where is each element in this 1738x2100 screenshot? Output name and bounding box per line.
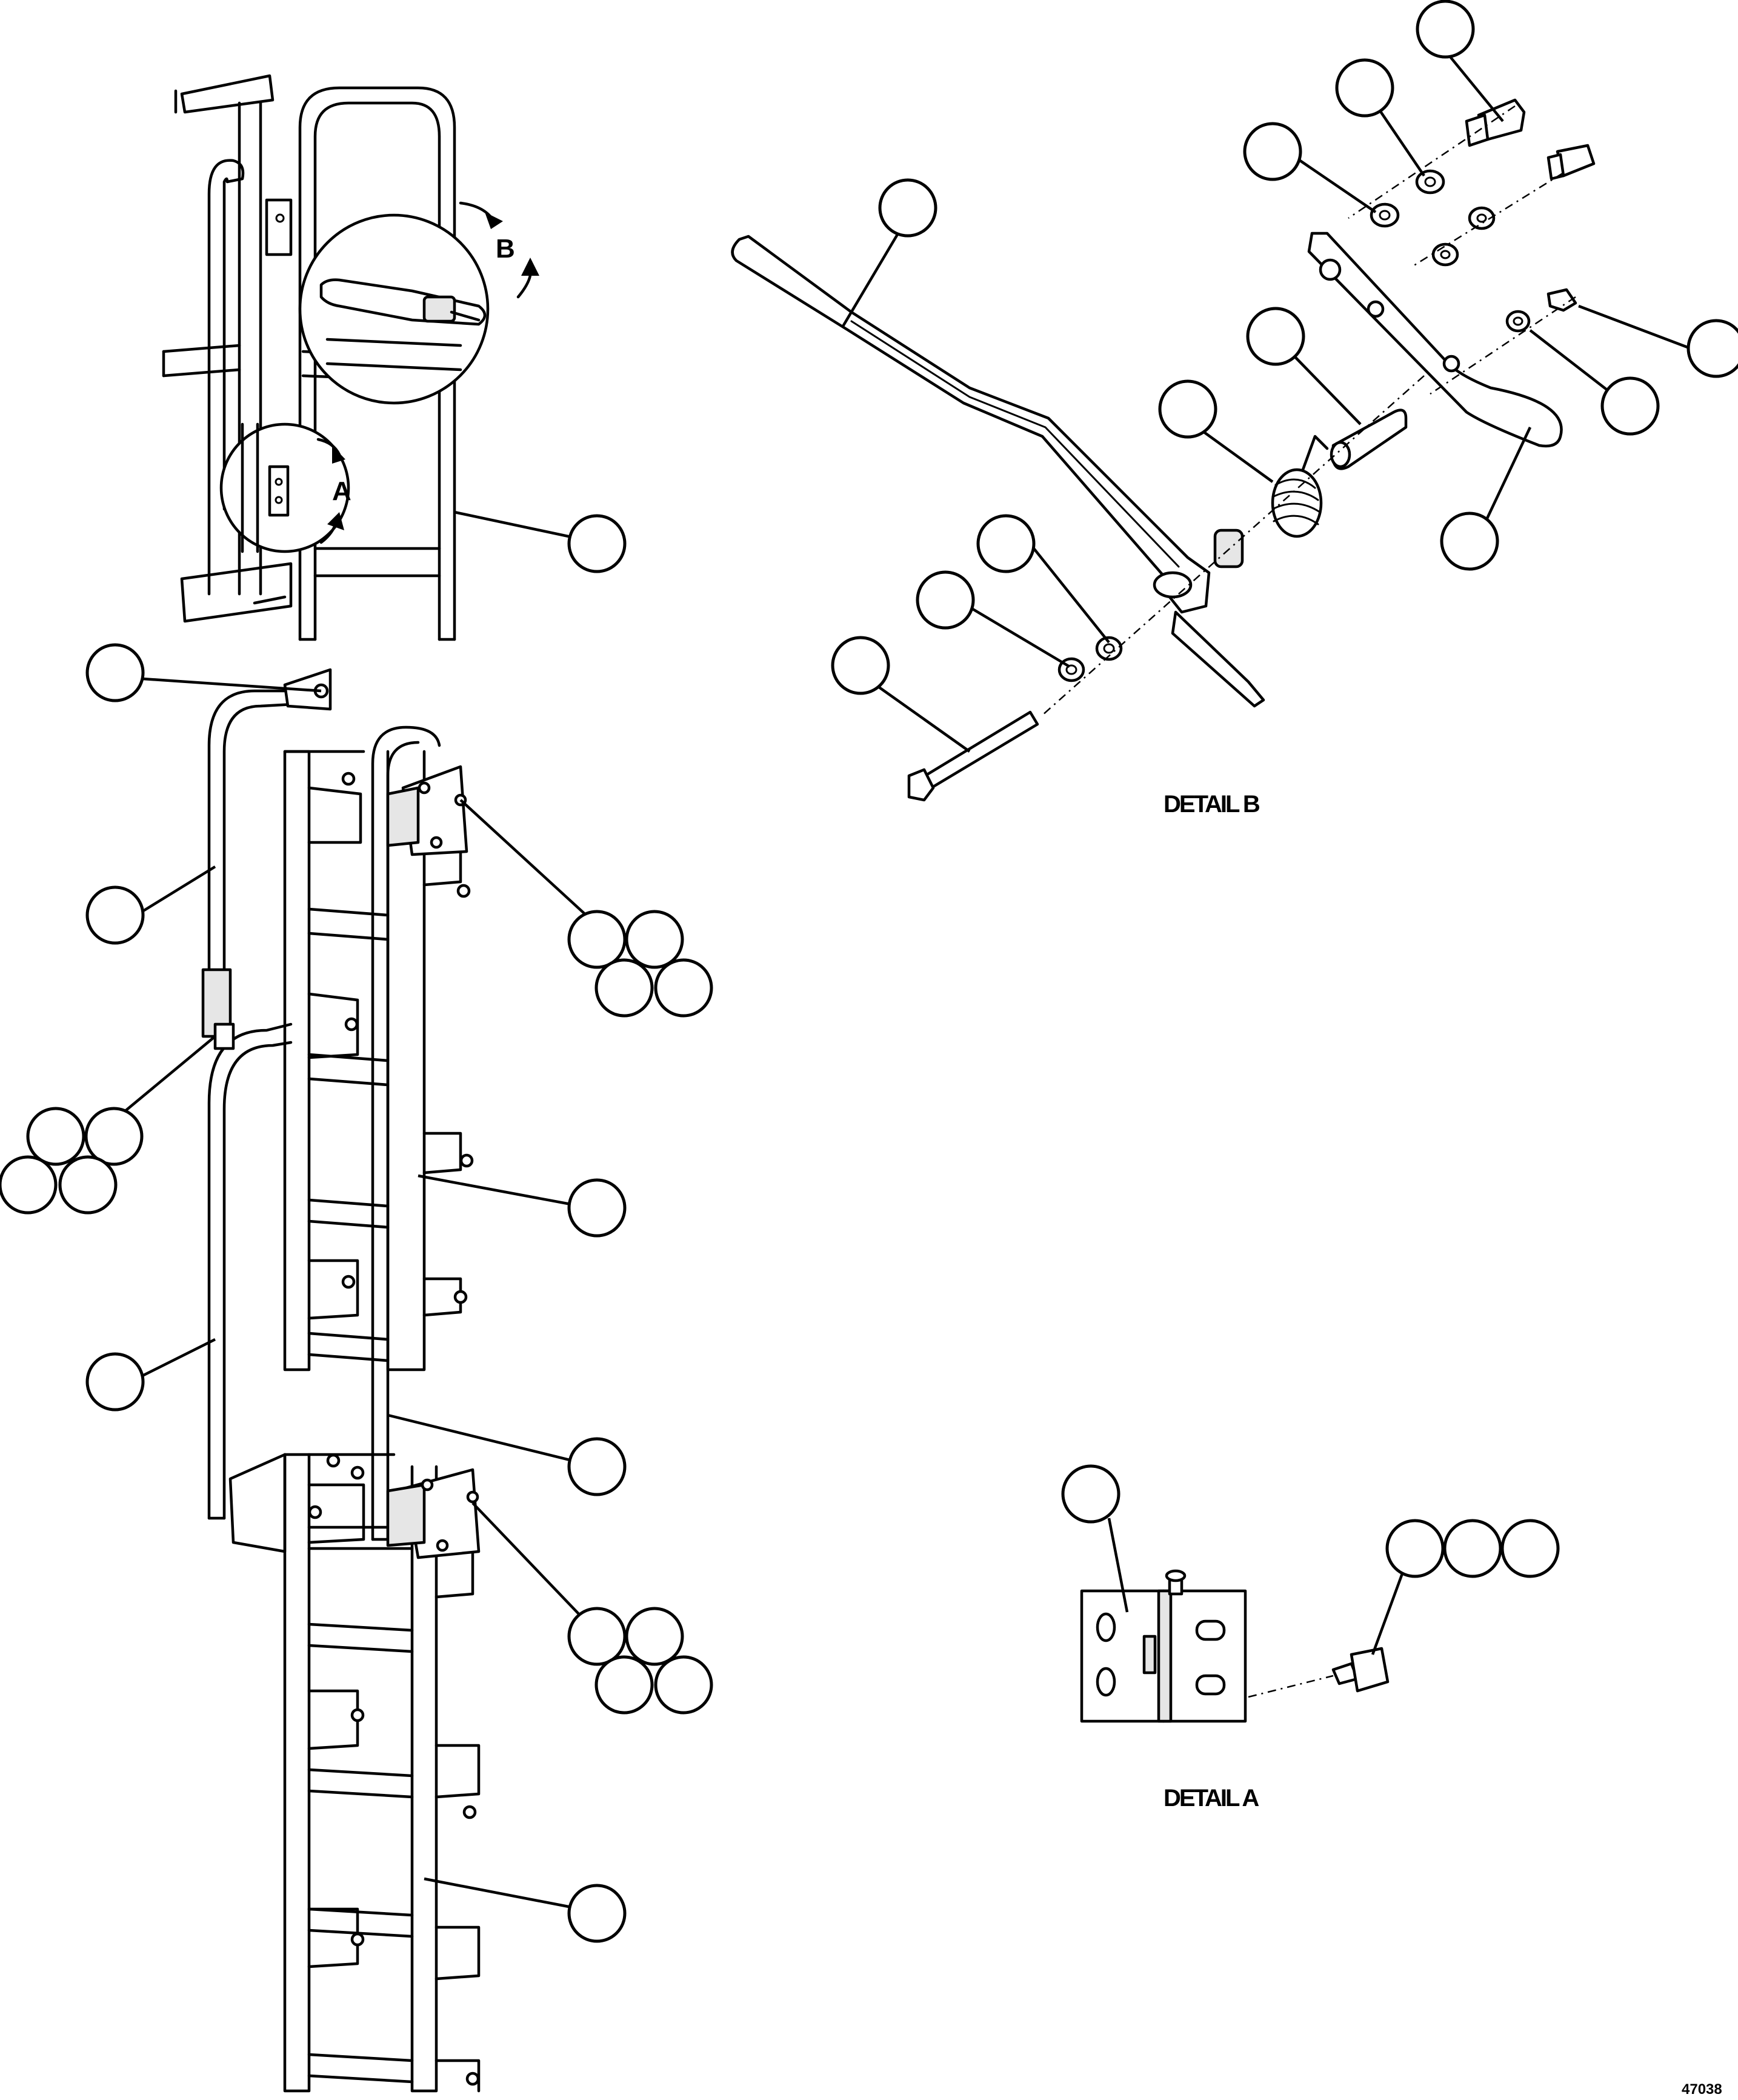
item-balloon[interactable]: [625, 1607, 684, 1666]
item-balloon[interactable]: [654, 1655, 713, 1715]
item-balloon[interactable]: [0, 1155, 58, 1215]
torsion-spring: [1271, 435, 1329, 538]
item-balloon[interactable]: [567, 910, 627, 969]
item-balloon[interactable]: [1440, 512, 1499, 571]
item-balloons: [0, 0, 1738, 1943]
item-balloon[interactable]: [567, 1607, 627, 1666]
item-balloon[interactable]: [1246, 307, 1305, 366]
item-balloon[interactable]: [567, 1884, 627, 1943]
item-balloon[interactable]: [85, 885, 145, 945]
detail-a-assembly: [1080, 1569, 1390, 1723]
item-balloon[interactable]: [58, 1155, 118, 1215]
gate-overview: B A: [162, 74, 539, 641]
item-balloon[interactable]: [567, 514, 627, 573]
item-balloon[interactable]: [1443, 1519, 1502, 1578]
callout-a-label: A: [332, 476, 351, 506]
leader-lines: [90, 53, 1691, 1914]
item-balloon[interactable]: [625, 910, 684, 969]
ladder-assembly: [201, 668, 481, 2093]
item-balloon[interactable]: [1500, 1519, 1560, 1578]
item-balloon[interactable]: [26, 1107, 85, 1166]
item-balloon[interactable]: [878, 178, 937, 238]
callout-b-label: B: [496, 234, 515, 264]
item-balloon[interactable]: [1158, 379, 1217, 439]
item-balloon[interactable]: [1335, 58, 1394, 118]
item-balloon[interactable]: [1686, 319, 1738, 378]
item-balloon[interactable]: [1600, 376, 1660, 436]
detail-b-title: DETAIL B: [1164, 791, 1260, 818]
reference-number: 47038: [1682, 2081, 1722, 2098]
item-balloon[interactable]: [594, 958, 654, 1018]
detail-b-assembly: [731, 98, 1596, 802]
item-balloon[interactable]: [85, 1352, 145, 1412]
item-balloon[interactable]: [654, 958, 713, 1018]
item-balloon[interactable]: [1061, 1464, 1120, 1524]
item-balloon[interactable]: [916, 570, 975, 630]
item-balloon[interactable]: [1243, 122, 1302, 181]
item-balloon[interactable]: [976, 514, 1036, 573]
item-balloon[interactable]: [567, 1437, 627, 1496]
item-balloon[interactable]: [567, 1178, 627, 1238]
item-balloon[interactable]: [594, 1655, 654, 1715]
item-balloon[interactable]: [1385, 1519, 1445, 1578]
item-balloon[interactable]: [84, 1107, 144, 1166]
item-balloon[interactable]: [85, 643, 145, 702]
item-balloon[interactable]: [1416, 0, 1475, 59]
item-balloon[interactable]: [831, 636, 890, 695]
detail-a-title: DETAIL A: [1164, 1785, 1259, 1812]
